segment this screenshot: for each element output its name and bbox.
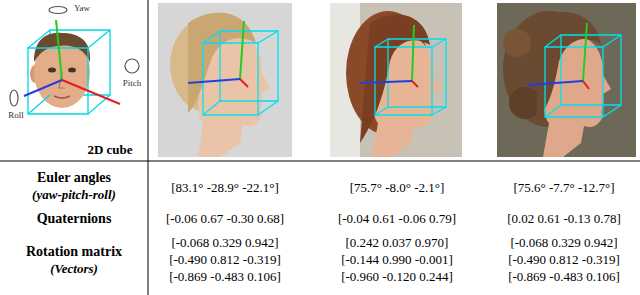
axis-name: Roll — [8, 111, 24, 121]
table-cell: [-0.06 0.67 -0.30 0.68] — [166, 212, 284, 226]
face-photo — [497, 3, 636, 157]
eye — [48, 68, 56, 73]
table-cell: [0.242 0.037 0.970] — [346, 236, 449, 250]
hair-curl — [503, 29, 531, 57]
roll-axis — [24, 80, 62, 96]
table-rule — [148, 0, 149, 295]
mouth — [54, 96, 70, 98]
table-cell: [-0.068 0.329 0.942] — [510, 236, 617, 250]
hair — [188, 13, 256, 113]
pitch-axis — [583, 81, 589, 89]
yaw-axis — [412, 25, 414, 81]
hair-curl — [509, 87, 541, 119]
cube-back — [388, 39, 446, 107]
cube-back — [561, 35, 621, 105]
roll-icon — [10, 90, 18, 106]
table-cell: [83.1° -28.9° -22.1°] — [171, 181, 279, 195]
cube-edge — [203, 31, 220, 43]
roll-axis — [360, 81, 412, 83]
yaw-axis — [56, 20, 62, 80]
axis-name: Pitch — [123, 79, 142, 89]
cube-edge — [545, 105, 561, 117]
pitch-axis — [62, 80, 120, 104]
pitch-icon — [125, 59, 139, 73]
row-header: (yaw-pitch-roll) — [32, 188, 116, 202]
yaw-axis — [240, 21, 244, 79]
cube-back — [220, 31, 278, 101]
table-cell: [-0.869 -0.483 0.106] — [508, 270, 620, 284]
cube-edge — [432, 39, 446, 47]
row-header: Euler angles — [37, 170, 111, 185]
photo-background — [330, 3, 462, 157]
cube-edge — [28, 30, 50, 48]
row-header: Quaternions — [37, 211, 112, 226]
pitch-axis — [240, 79, 248, 87]
photo-background — [158, 3, 292, 157]
roll-axis — [188, 79, 240, 83]
row-header: (Vectors) — [50, 262, 98, 276]
table-cell: [75.6° -7.7° -12.7°] — [513, 181, 614, 195]
cube-edge — [432, 107, 446, 115]
pitch-axis — [412, 81, 418, 87]
table-cell: [-0.144 0.990 -0.001] — [341, 253, 453, 267]
table-cell: [-0.869 -0.483 0.106] — [169, 270, 281, 284]
cube-edge — [88, 30, 110, 48]
eye — [68, 68, 76, 73]
cube-edge — [375, 107, 388, 115]
table-cell: [-0.04 0.61 -0.06 0.79] — [338, 212, 456, 226]
cube-edge — [258, 101, 278, 115]
roll-axis — [527, 81, 583, 85]
row-header: Rotation matrix — [26, 244, 122, 259]
cube-edge — [545, 35, 561, 47]
head-illustration — [10, 7, 139, 115]
hair — [360, 14, 430, 143]
cube-edge — [603, 105, 621, 117]
cube-edge — [603, 35, 621, 47]
table-cell: [-0.490 0.812 -0.319] — [169, 253, 281, 267]
face-photo — [158, 3, 292, 157]
table-cell: [75.7° -8.0° -2.1°] — [350, 181, 445, 195]
yaw-axis — [583, 23, 587, 81]
axis-name: Yaw — [74, 4, 90, 14]
face-photo — [330, 3, 462, 157]
cube-edge — [203, 101, 220, 115]
cube-edge — [375, 39, 388, 47]
table-cell: [0.02 0.61 -0.13 0.78] — [507, 212, 621, 226]
cube-edge — [258, 31, 278, 43]
photo-background — [497, 3, 636, 157]
table-cell: [-0.490 0.812 -0.319] — [508, 253, 620, 267]
table-cell: [-0.960 -0.120 0.244] — [341, 270, 453, 284]
cube-edge — [28, 95, 50, 114]
yaw-icon — [49, 7, 67, 14]
table-rule — [0, 161, 640, 162]
figure-label: 2D cube — [87, 143, 132, 157]
table-cell: [-0.068 0.329 0.942] — [171, 236, 278, 250]
